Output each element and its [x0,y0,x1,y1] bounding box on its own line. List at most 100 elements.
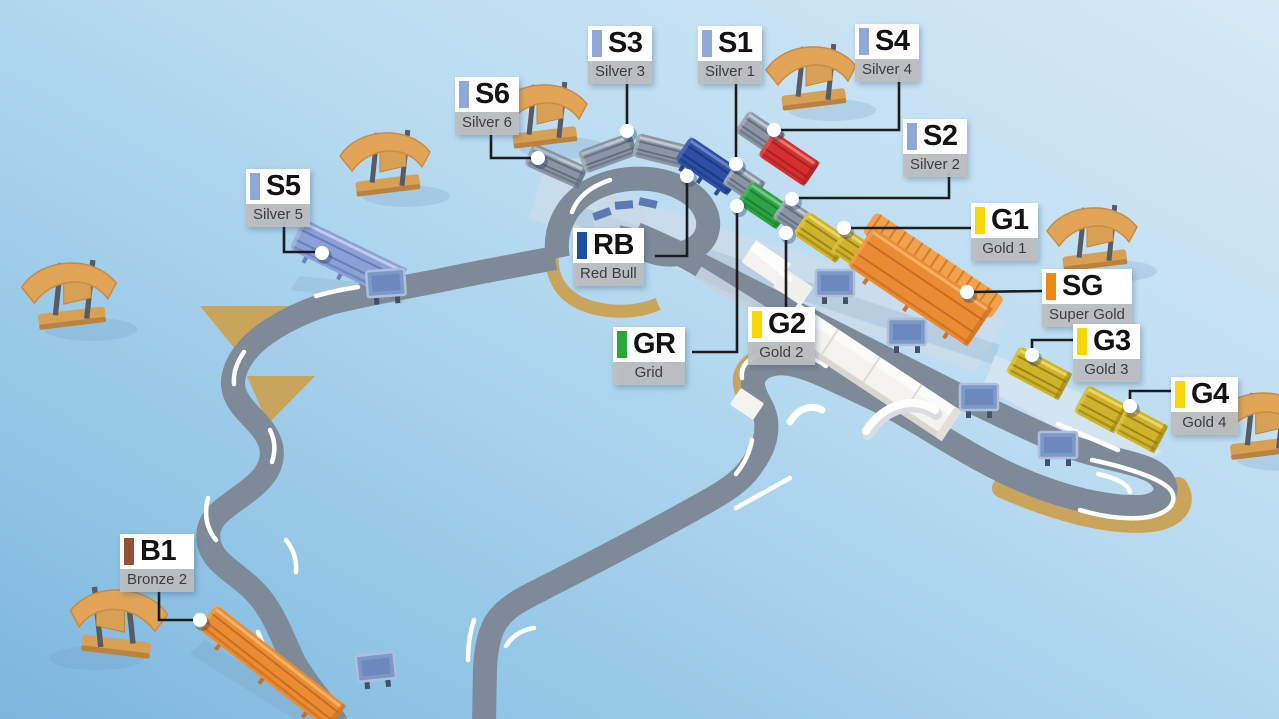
loop-fences [592,197,658,221]
connector-dot-g3 [1025,348,1039,362]
connector-dot-rb [680,169,694,183]
grandstand-color-bar-icon [907,123,917,150]
grandstand-code: G3 [1093,325,1131,357]
grandstand-code: G1 [991,204,1029,236]
connector-dot-s2 [785,192,799,206]
grandstand-code: G2 [768,308,806,340]
connector-dot-s1 [729,157,743,171]
grandstand-color-bar-icon [592,30,602,57]
video-screens [354,267,1079,690]
grandstand-code: RB [593,229,634,261]
grandstand-color-bar-icon [859,28,869,55]
grandstand-red [757,131,821,187]
grandstand-code-box: RB [573,228,644,263]
grandstand-color-bar-icon [702,30,712,57]
grandstand-code-box: S3 [588,26,653,61]
connector-dot-s4 [767,123,781,137]
grandstand-color-bar-icon [752,311,762,338]
grandstand-code: S4 [875,25,910,57]
connector-dot-gr [730,199,744,213]
grandstand-code-box: S6 [455,77,520,112]
connector-dot-s6 [531,151,545,165]
grandstand-color-bar-icon [124,538,134,565]
connector-dot-g2 [779,226,793,240]
video-screen [354,651,398,690]
connector-dot-g4 [1123,399,1137,413]
grandstand-code-box: G3 [1073,324,1140,359]
label-connectors [157,74,1171,631]
grandstand-code-box: SG [1042,269,1132,304]
grandstand-code-box: S2 [903,119,968,154]
grandstand-b1 [197,604,347,719]
connector-dot-g1 [837,221,851,235]
connector-line-sg [967,289,1043,294]
grandstand-color-bar-icon [975,207,985,234]
grandstand-code-box: S5 [246,169,311,204]
grandstand-subtitle: Gold 4 [1171,412,1238,435]
grandstand-code-box: G4 [1171,377,1238,412]
connector-dot-s5 [315,246,329,260]
grandstand-code: S2 [923,120,958,152]
video-screen [886,317,928,353]
grandstand-subtitle: Gold 2 [748,342,815,365]
grandstand-code: B1 [140,535,177,567]
grandstand-subtitle: Grid [613,362,685,385]
grandstand-color-bar-icon [250,173,260,200]
grandstand-code: S1 [718,27,753,59]
grandstand-subtitle: Silver 1 [698,61,763,84]
grandstand-code: S6 [475,78,510,110]
video-screen [958,382,1000,418]
grandstand-code-box: G2 [748,307,815,342]
grandstand-subtitle: Silver 6 [455,112,520,135]
footbridge [786,399,942,440]
grandstand-code: G4 [1191,378,1229,410]
grandstand-subtitle: Silver 3 [588,61,653,84]
grandstand-code: S5 [266,170,301,202]
video-screen [814,268,856,304]
grandstand-g4a [1073,384,1129,434]
grandstand-code: SG [1062,270,1103,302]
grandstand-subtitle: Bronze 2 [120,569,195,592]
connector-dot-sg [960,285,974,299]
grandstand-subtitle: Gold 3 [1073,359,1140,382]
grandstand-subtitle: Super Gold [1042,304,1132,327]
grandstand-subtitle: Gold 1 [971,238,1038,261]
grandstand-subtitle: Red Bull [573,263,644,286]
grandstand-color-bar-icon [1077,328,1087,355]
grandstand-subtitle: Silver 2 [903,154,968,177]
connector-dot-s3 [620,124,634,138]
grandstand-color-bar-icon [1175,381,1185,408]
grandstand-code-box: B1 [120,534,195,569]
grandstand-subtitle: Silver 4 [855,59,920,82]
grandstand-code-box: GR [613,327,685,362]
grandstand-color-bar-icon [577,232,587,259]
video-screen [364,267,407,305]
video-screen [1037,430,1079,466]
grandstand-code-box: G1 [971,203,1038,238]
grandstand-subtitle: Silver 5 [246,204,311,227]
grandstand-g3 [1005,345,1073,401]
grandstand-color-bar-icon [1046,273,1056,300]
grandstand-code: GR [633,328,676,360]
grandstand-s3b [631,132,691,170]
grandstand-color-bar-icon [459,81,469,108]
connector-dot-b1 [193,613,207,627]
grandstand-code: S3 [608,27,643,59]
